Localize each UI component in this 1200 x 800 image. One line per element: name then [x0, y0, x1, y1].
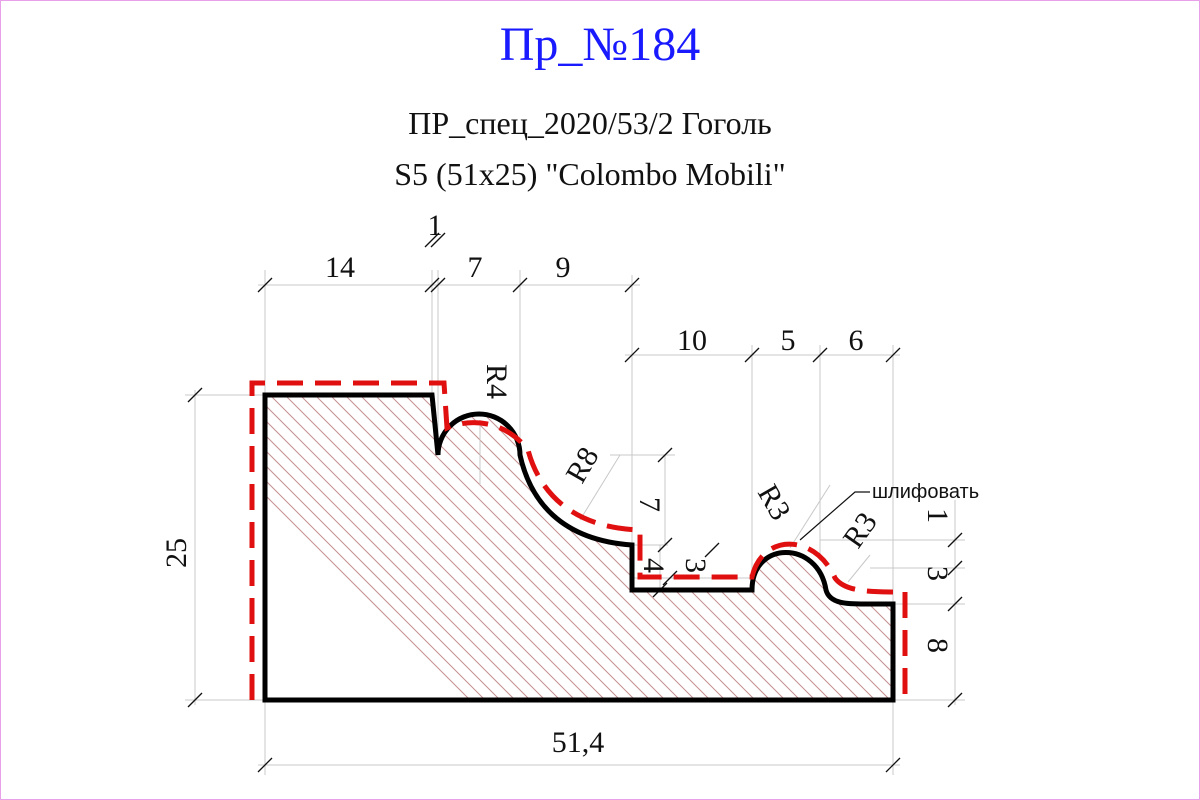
hatch-line [659, 395, 893, 700]
hatch-line [674, 395, 893, 700]
hatch-line [265, 395, 471, 700]
hatch-line [449, 395, 756, 700]
hatch-line [1050, 395, 1200, 700]
hatch-line [539, 395, 846, 700]
hatch-line [975, 395, 1200, 700]
hatch-line [629, 395, 893, 700]
hatch-line [524, 395, 831, 700]
dim-3-right: 3 [921, 566, 954, 581]
hatch-line [494, 395, 801, 700]
hatch-line [265, 395, 516, 700]
hatch-line [1080, 395, 1200, 700]
hatch-line [265, 395, 531, 700]
dim-1-right: 1 [921, 508, 954, 523]
hatch-line [990, 395, 1200, 700]
section-hatching [265, 395, 1200, 700]
hatch-line [299, 395, 606, 700]
hatch-line [265, 395, 546, 700]
hatch-line [945, 395, 1200, 700]
radius-r3-right: R3 [837, 506, 884, 554]
subtitle-size-client: S5 (51х25) "Colombo Mobili" [394, 156, 785, 192]
dim-14: 14 [325, 251, 355, 284]
dim-8-right: 8 [921, 638, 954, 653]
hatch-line [265, 395, 561, 700]
hatch-line [344, 395, 651, 700]
hatch-line [1155, 395, 1200, 700]
page-title: Пр_№184 [500, 18, 700, 71]
hatch-line [1140, 395, 1200, 700]
hatch-line [1095, 395, 1200, 700]
hatch-line [434, 395, 741, 700]
hatch-line [900, 395, 1200, 700]
hatch-line [329, 395, 636, 700]
dim-7-vertical: 7 [633, 497, 666, 512]
hatch-line [265, 395, 486, 700]
hatch-line [869, 395, 893, 700]
hatch-line [554, 395, 861, 700]
dim-1-top: 1 [428, 209, 443, 242]
hatch-line [404, 395, 711, 700]
hatch-line [265, 395, 501, 700]
hatch-line [569, 395, 876, 700]
hatch-line [1035, 395, 1200, 700]
hatch-line [269, 395, 576, 700]
hatch-line [960, 395, 1200, 700]
note-sand: шлифовать [872, 481, 979, 503]
hatch-line [794, 395, 893, 700]
hatch-line [824, 395, 893, 700]
dim-5: 5 [781, 324, 796, 357]
dim-25: 25 [160, 538, 193, 568]
radius-r3-left: R3 [751, 479, 797, 526]
dimension-ticks [187, 232, 963, 773]
hatch-line [854, 395, 893, 700]
hatch-line [614, 395, 893, 700]
hatch-line [284, 395, 591, 700]
hatch-line [1020, 395, 1200, 700]
hatch-line [915, 395, 1200, 700]
hatch-line [839, 395, 893, 700]
hatch-line [719, 395, 893, 700]
hatch-line [1185, 395, 1200, 700]
dim-4-vertical: 4 [637, 558, 670, 573]
hatch-line [464, 395, 771, 700]
dim-6: 6 [849, 324, 864, 357]
radius-r4: R4 [480, 364, 513, 399]
hatch-line [884, 395, 893, 700]
hatch-line [1065, 395, 1200, 700]
hatch-line [419, 395, 726, 700]
hatch-line [359, 395, 666, 700]
hatch-line [374, 395, 681, 700]
profile-outline [262, 392, 896, 703]
note-leader [799, 491, 870, 541]
dim-9-top: 9 [556, 251, 571, 284]
hatch-line [1005, 395, 1200, 700]
hatch-line [1110, 395, 1200, 700]
hatch-line [1170, 395, 1200, 700]
hatch-line [689, 395, 893, 700]
dim-51-4: 51,4 [552, 726, 605, 759]
machining-allowance-line [249, 380, 908, 700]
dim-3-horizontal: 3 [679, 558, 712, 573]
dim-7-top: 7 [468, 251, 483, 284]
hatch-line [930, 395, 1200, 700]
radius-r8: R8 [559, 442, 605, 489]
subtitle-profile-code: ПР_спец_2020/53/2 Гоголь [408, 105, 772, 141]
hatch-line [779, 395, 893, 700]
hatch-line [1125, 395, 1200, 700]
dim-10: 10 [677, 324, 707, 357]
hatch-line [314, 395, 621, 700]
